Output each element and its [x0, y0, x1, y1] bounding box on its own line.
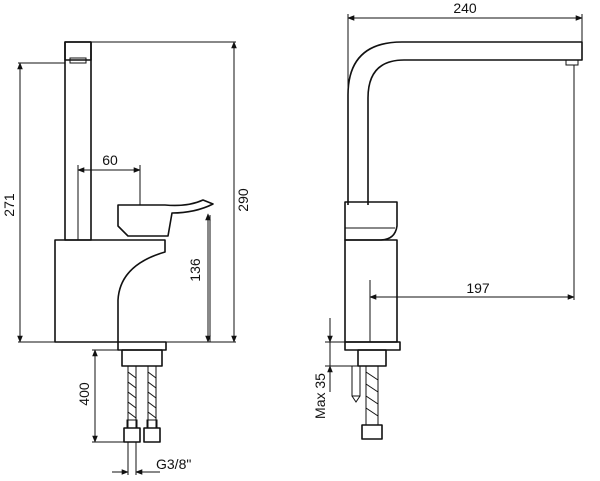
front-base-plate: [117, 341, 167, 351]
front-lever-handle: [117, 199, 214, 237]
front-aerator: [69, 57, 87, 64]
front-spout-cap: [64, 41, 92, 61]
dim-136-label: 136: [187, 258, 203, 282]
front-deck-fitting: [121, 349, 163, 367]
dim-max35-label: Max 35: [312, 373, 328, 419]
front-body: [54, 239, 166, 343]
side-hoses: [351, 365, 383, 440]
side-spout-tube: [347, 41, 583, 205]
dim-271-label: 271: [1, 193, 17, 217]
side-view: 240 197 Max 35: [312, 0, 583, 440]
side-lever-cap: [344, 201, 398, 241]
dim-290-label: 290: [235, 188, 251, 212]
side-deck-fitting: [357, 349, 387, 367]
front-view: 271 290 60 136 400 G3/8": [1, 41, 251, 475]
dim-240-label: 240: [453, 0, 477, 16]
side-body: [344, 239, 398, 343]
side-aerator: [565, 59, 579, 66]
dim-thread-label: G3/8": [156, 456, 191, 472]
front-extension-lines: [18, 41, 236, 475]
dim-60-label: 60: [102, 152, 118, 168]
dim-197-label: 197: [466, 280, 490, 296]
side-base-plate: [344, 341, 401, 351]
side-extension-lines: [325, 14, 583, 367]
front-hoses: [123, 366, 161, 443]
dim-400-label: 400: [76, 382, 92, 406]
